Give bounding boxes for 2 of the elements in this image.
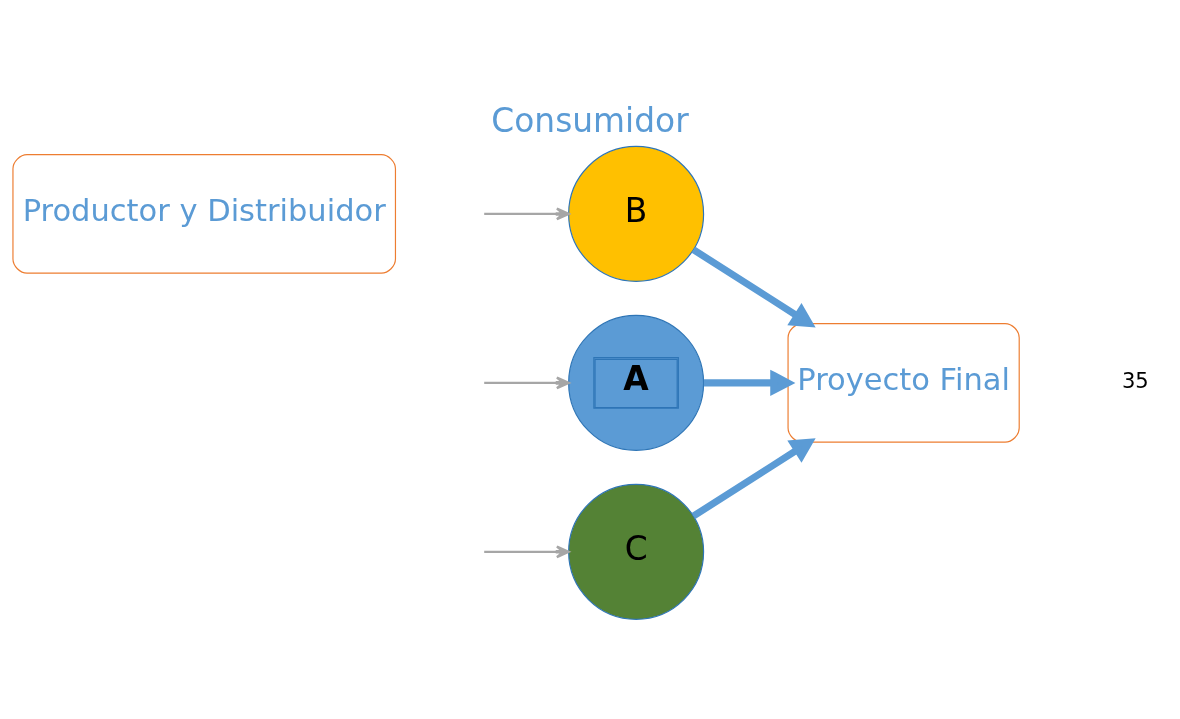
label: 35 [1121, 367, 1149, 393]
diagram-title: Consumidor [491, 101, 689, 140]
